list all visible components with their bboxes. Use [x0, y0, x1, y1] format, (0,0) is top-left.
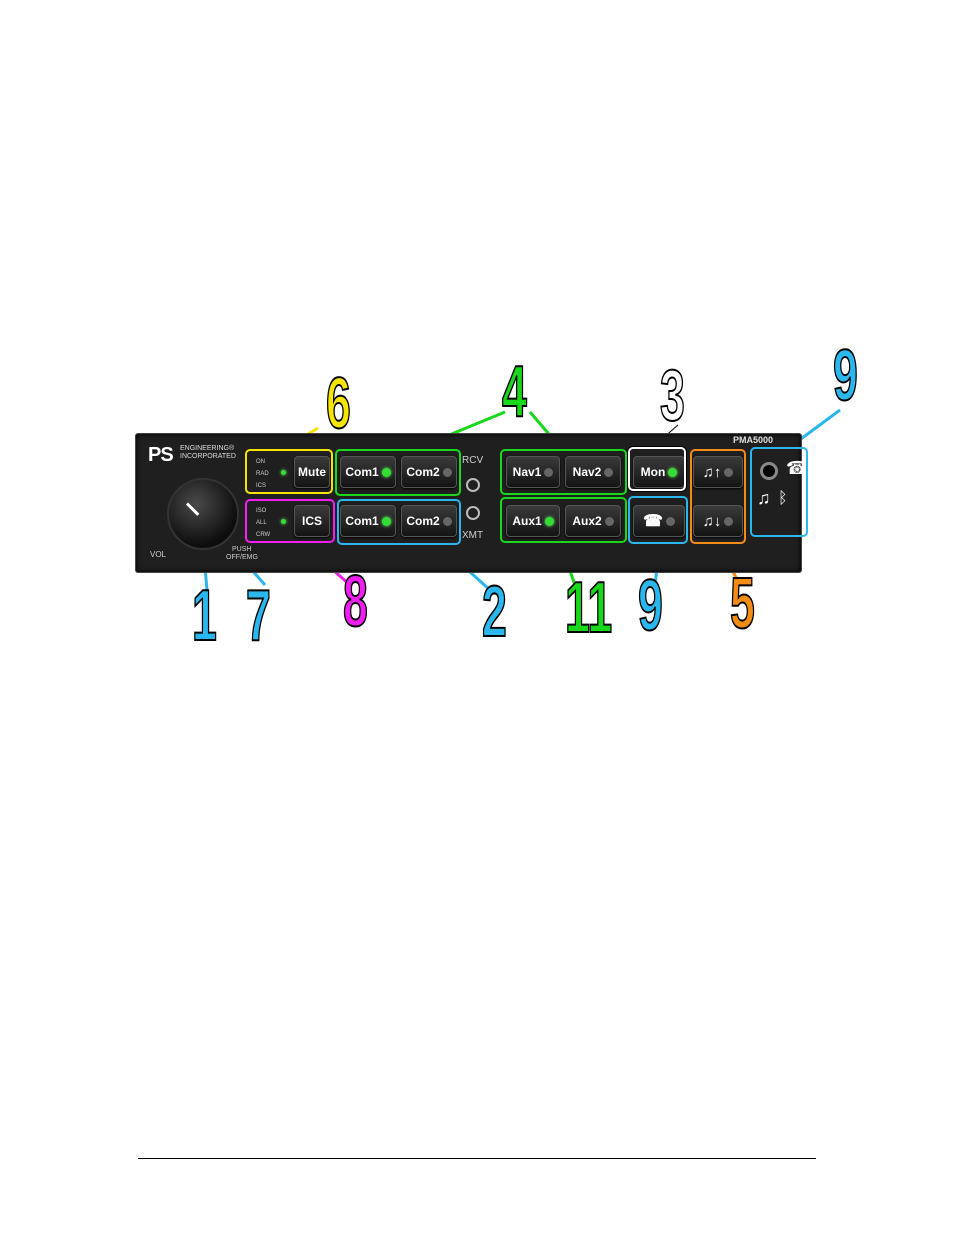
- rcv-mic-icon: [466, 478, 480, 492]
- callout-6: 6: [326, 368, 351, 440]
- brand-line2: INCORPORATED: [180, 453, 236, 461]
- highlight-4-nav: [500, 449, 627, 495]
- callout-11: 11: [565, 572, 612, 644]
- brand-logo: PS: [148, 444, 173, 467]
- model-label: PMA5000: [733, 435, 773, 445]
- knob-indicator: [186, 502, 199, 515]
- callout-2: 2: [482, 576, 507, 648]
- highlight-3: [628, 447, 686, 491]
- push-label: PUSH: [232, 546, 251, 553]
- rcv-label: RCV: [462, 455, 483, 466]
- xmt-mic-icon: [466, 506, 480, 520]
- callout-9-bottom: 9: [638, 570, 663, 642]
- callout-5: 5: [730, 568, 755, 640]
- vol-label: VOL: [150, 550, 166, 559]
- push-label2: OFF/EMG: [226, 554, 258, 561]
- callout-3: 3: [660, 360, 685, 432]
- highlight-6: [245, 449, 333, 494]
- xmt-label: XMT: [462, 530, 483, 541]
- highlight-4-com: [335, 449, 461, 496]
- highlight-9b: [750, 447, 808, 537]
- callout-4: 4: [502, 356, 527, 428]
- volume-knob[interactable]: [167, 478, 239, 550]
- callout-8: 8: [343, 566, 368, 638]
- brand-text: ENGINEERING® INCORPORATED: [180, 445, 236, 461]
- highlight-2: [337, 499, 461, 545]
- callout-1: 1: [192, 580, 217, 652]
- highlight-9a: [628, 496, 688, 544]
- callout-9-top: 9: [833, 340, 858, 412]
- highlight-5: [690, 449, 746, 544]
- brand-line1: ENGINEERING®: [180, 445, 236, 453]
- footer-rule: [138, 1158, 816, 1159]
- highlight-8: [245, 499, 335, 543]
- highlight-11: [500, 497, 627, 543]
- callout-7: 7: [246, 580, 271, 652]
